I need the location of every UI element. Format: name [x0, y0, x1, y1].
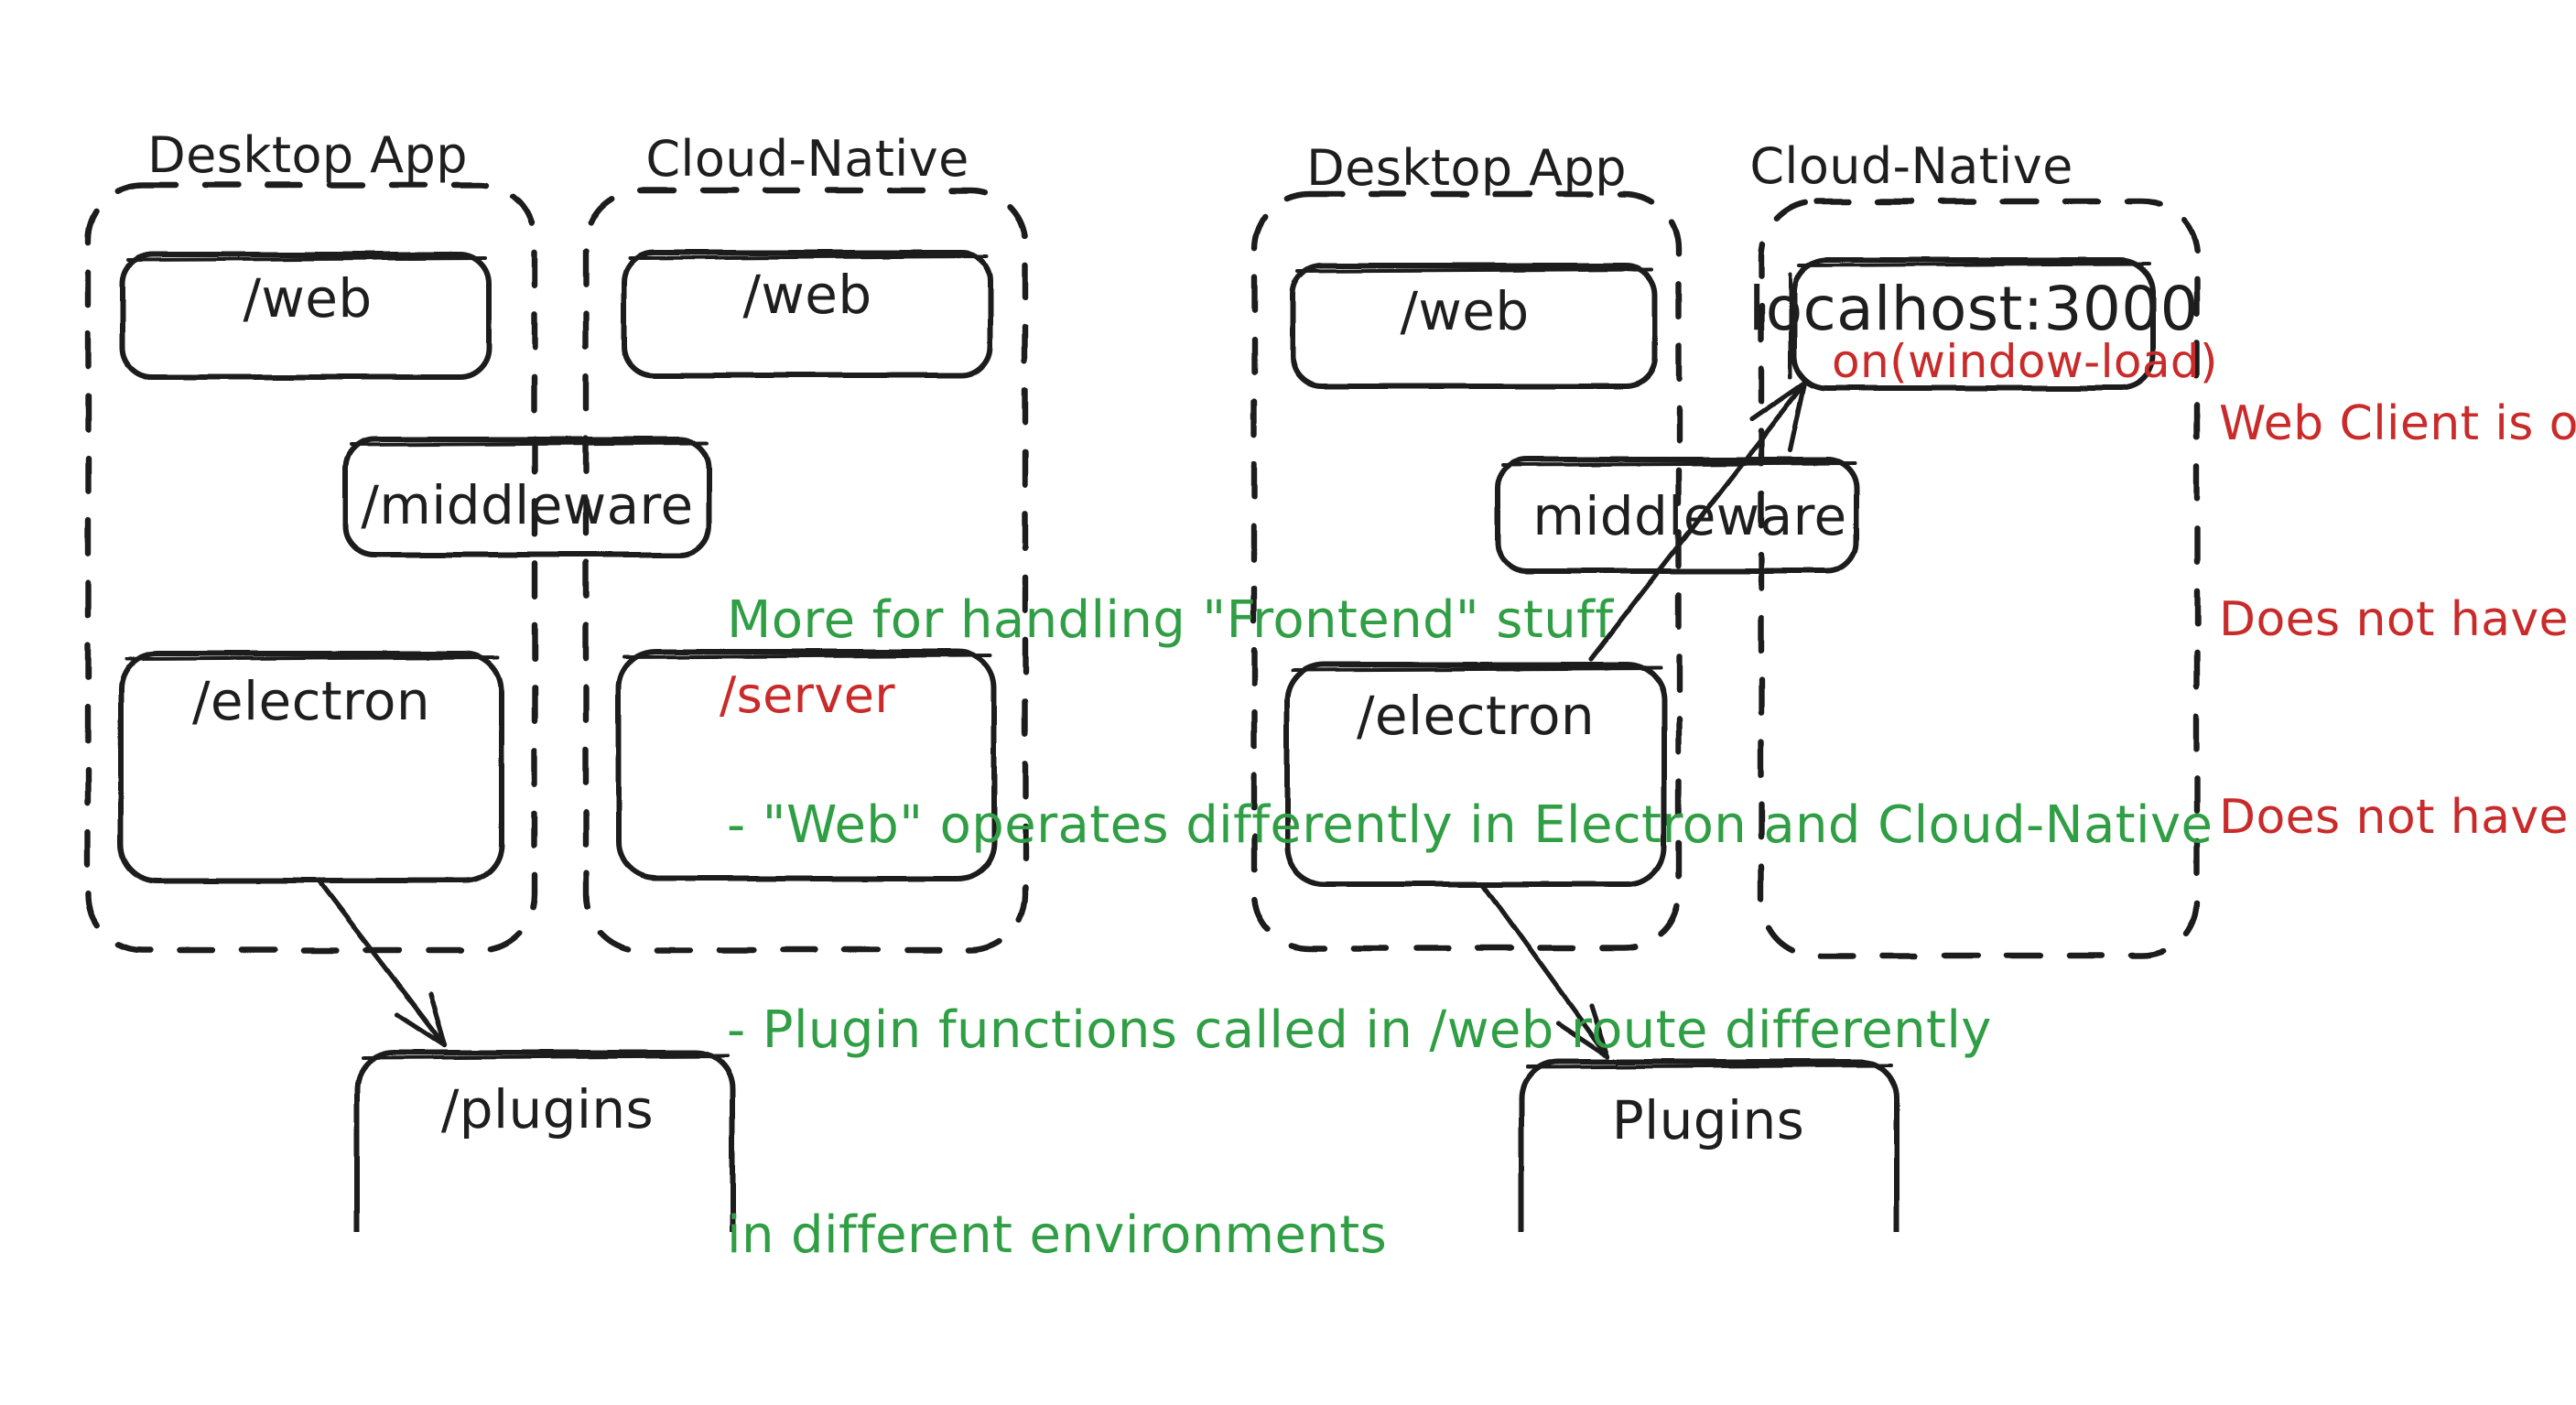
node-label-right-middleware: middleware [1532, 485, 1847, 547]
annotation-line: in different environments [727, 1204, 1388, 1265]
annotation-right-red-note: Web Client is on a different Chromium wi… [2219, 262, 2576, 984]
annotation-line: Does not have all the Electron handlers [2219, 593, 2569, 649]
node-label-left-desktop-web: /web [243, 267, 373, 330]
node-label-right-cloud-localhost: localhost:3000 [1748, 273, 2200, 344]
node-label-left-middleware: /middleware [361, 474, 694, 536]
annotation-line: - "Web" operates differently in Electron… [727, 794, 2213, 856]
group-label-left-desktop-app: Desktop App [147, 128, 468, 185]
diagram-canvas: Desktop App Cloud-Native /web /web /midd… [84, 128, 2576, 1264]
annotation-line: Web Client is on a different Chromium wi… [2219, 396, 2576, 452]
node-label-right-plugins: Plugins [1611, 1089, 1805, 1151]
node-label-right-desktop-web: /web [1400, 280, 1530, 342]
annotation-line: - Plugin functions called in /web route … [727, 999, 1992, 1060]
group-label-left-cloud-native: Cloud-Native [645, 132, 969, 189]
group-label-right-cloud-native: Cloud-Native [1749, 139, 2073, 196]
node-label-left-plugins: /plugins [440, 1078, 655, 1140]
arrow-left-electron-to-plugins [316, 878, 448, 1048]
annotation-line: More for handling "Frontend" stuff [727, 589, 1614, 651]
node-label-left-cloud-web: /web [742, 264, 872, 326]
node-sublabel-right-cloud-localhost: on(window-load) [1832, 335, 2218, 388]
node-label-left-cloud-server: /server [720, 668, 895, 725]
node-label-left-desktop-electron: /electron [191, 670, 431, 732]
annotation-line: Does not have IPC handler [2219, 791, 2569, 846]
group-label-right-desktop-app: Desktop App [1306, 141, 1627, 198]
node-label-right-desktop-electron: /electron [1356, 685, 1596, 747]
annotation-left-green-note: More for handling "Frontend" stuff - "We… [727, 450, 2213, 1405]
